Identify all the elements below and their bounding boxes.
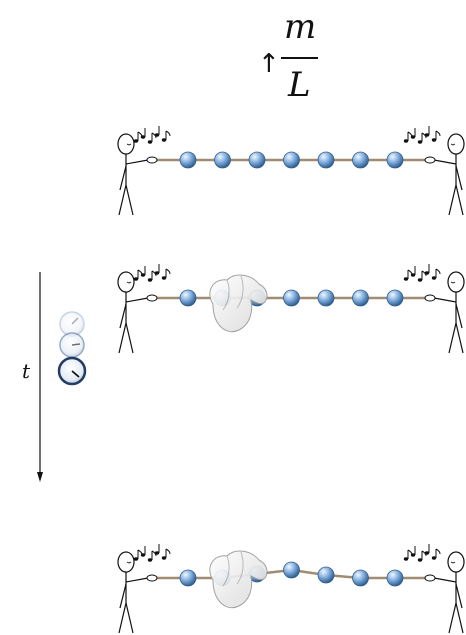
formula-numerator: m: [284, 7, 316, 47]
hand-pinching-icon: [209, 274, 268, 333]
bead: [317, 289, 335, 307]
time-axis: t: [22, 272, 43, 482]
bead: [386, 569, 404, 587]
stick-figure-left: [117, 133, 158, 216]
bead: [317, 151, 335, 169]
stick-figure-right: [424, 271, 465, 354]
clock-faint: [59, 311, 85, 337]
music-notes-icon: [133, 126, 171, 144]
string-panel-1: [117, 126, 465, 216]
bead: [214, 151, 231, 169]
music-notes-icon: [403, 544, 441, 562]
up-arrow-icon: ↑: [258, 49, 280, 79]
bead: [179, 569, 197, 587]
formula-denominator: L: [287, 65, 311, 105]
bead: [386, 289, 404, 307]
bead: [352, 151, 369, 169]
bead: [283, 289, 300, 307]
string-panels: [117, 126, 465, 634]
music-notes-icon: [403, 264, 441, 282]
bead: [352, 569, 369, 587]
clock-icon: [57, 311, 87, 386]
bead: [317, 566, 335, 584]
clock-dark: [57, 356, 87, 386]
bead: [352, 289, 369, 307]
time-arrow-head: [37, 472, 43, 482]
bead: [179, 289, 197, 307]
stick-figure-right: [424, 133, 465, 216]
music-notes-icon: [133, 544, 171, 562]
bead: [248, 151, 266, 169]
music-notes-icon: [133, 264, 171, 282]
music-notes-icon: [403, 126, 441, 144]
bead: [386, 151, 404, 169]
hand-pinching-icon: [209, 550, 268, 609]
stick-figure-right: [424, 551, 465, 634]
string-panel-3: [117, 544, 465, 634]
bead: [283, 561, 300, 579]
bead: [283, 151, 300, 169]
stick-figure-left: [117, 271, 158, 354]
mass-per-length-formula: ↑ m L: [258, 7, 318, 105]
stick-figure-left: [117, 551, 158, 634]
clock-medium: [59, 332, 85, 358]
time-axis-label: t: [22, 359, 31, 383]
bead: [179, 151, 197, 169]
string-panel-2: [117, 264, 465, 354]
